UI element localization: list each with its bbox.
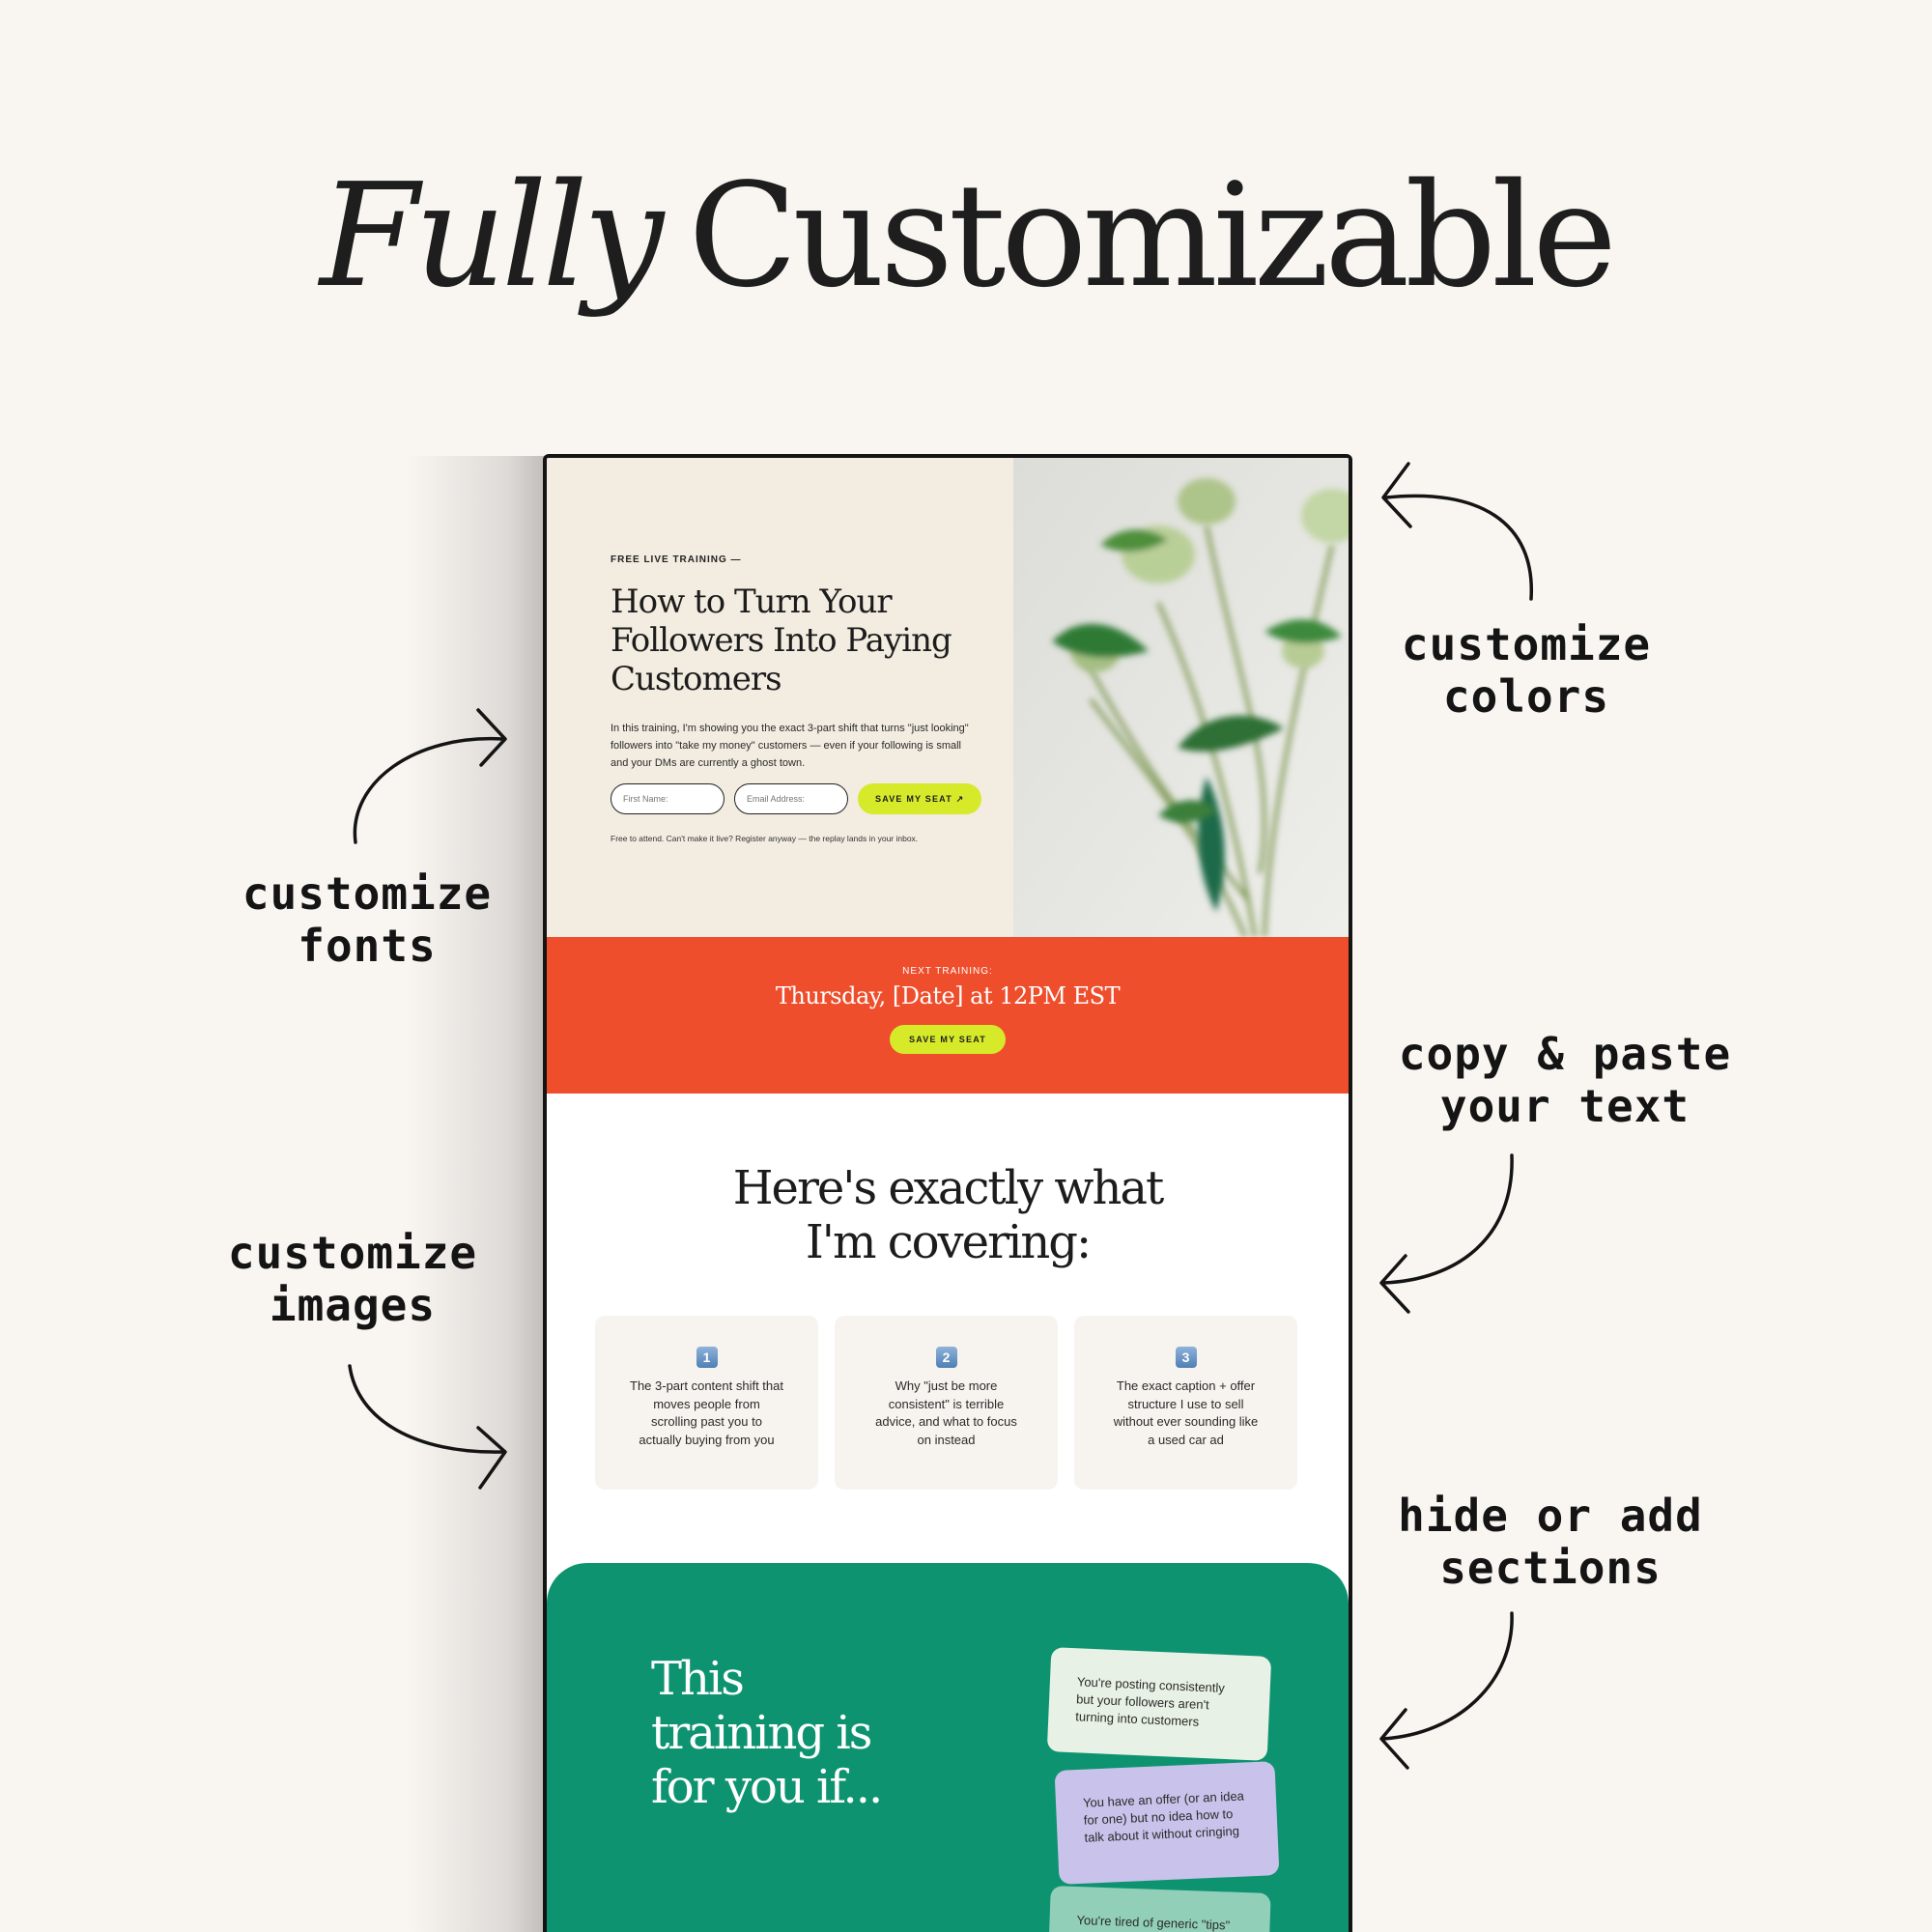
annotation-line: your text [1439,1080,1690,1132]
covering-card: 2 Why "just be more consistent" is terri… [835,1316,1058,1490]
audience-title-line: training is [651,1706,872,1760]
annotation-line: hide or add [1398,1490,1703,1542]
promo-date: Thursday, [Date] at 12PM EST [775,982,1121,1009]
audience-section: This training is for you if... You're po… [547,1563,1349,1932]
first-name-input[interactable] [611,783,724,814]
arrow-icon [476,1426,507,1490]
audience-title-line: This [651,1652,745,1706]
arrow-icon [353,736,504,844]
card-text: The exact caption + offer structure I us… [1113,1378,1259,1447]
annotation-line: images [269,1279,437,1331]
headline-rest: Customizable [688,153,1617,319]
hero-section: FREE LIVE TRAINING — How to Turn Your Fo… [547,458,1349,937]
number-badge-icon: 2 [935,1347,957,1368]
hero-title-line: How to Turn Your [611,582,893,621]
annotation-line: customize [242,867,493,920]
save-my-seat-button-promo[interactable]: SAVE MY SEAT [890,1025,1006,1054]
next-training-banner: NEXT TRAINING: Thursday, [Date] at 12PM … [547,937,1349,1094]
annotation-line: colors [1442,670,1610,723]
hero-note: Free to attend. Can't make it live? Regi… [611,834,919,843]
save-my-seat-button[interactable]: SAVE MY SEAT ↗ [858,783,982,814]
landing-page-mockup: FREE LIVE TRAINING — How to Turn Your Fo… [543,454,1352,1932]
arrow-icon [1381,462,1412,528]
number-badge-icon: 1 [696,1347,718,1368]
annotation-customize-images: customize images [198,1227,507,1331]
annotation-customize-colors: customize colors [1372,618,1681,723]
plant-illustration [1013,458,1349,937]
number-badge-icon: 3 [1175,1347,1197,1368]
covering-cards: 1 The 3-part content shift that moves pe… [595,1316,1300,1490]
headline-italic: Fully [320,153,664,319]
signup-form: SAVE MY SEAT ↗ [611,783,997,814]
annotation-copy-paste: copy & paste your text [1381,1028,1748,1132]
promo-eyebrow: NEXT TRAINING: [902,966,993,977]
arrow-icon [1384,494,1533,601]
email-input[interactable] [734,783,848,814]
plant-image [1013,458,1349,937]
arrow-icon [1381,1611,1514,1741]
hero-eyebrow: FREE LIVE TRAINING — [611,554,742,565]
hero-title-line: Customers [611,660,782,698]
covering-card: 3 The exact caption + offer structure I … [1074,1316,1297,1490]
card-text: Why "just be more consistent" is terribl… [875,1378,1017,1447]
card-text: The 3-part content shift that moves peop… [630,1378,783,1447]
hero-title: How to Turn Your Followers Into Paying C… [611,582,997,698]
arrow-icon [476,708,507,767]
covering-card: 1 The 3-part content shift that moves pe… [595,1316,818,1490]
annotation-customize-fonts: customize fonts [213,867,522,972]
annotation-line: customize [1401,618,1652,670]
arrow-icon [348,1364,504,1454]
audience-title: This training is for you if... [651,1652,902,1814]
covering-title-line: Here's exactly what [732,1161,1165,1215]
audience-title-line: for you if... [651,1760,883,1814]
mockup-shadow [406,456,551,1932]
annotation-line: sections [1439,1542,1662,1594]
hero-title-line: Followers Into Paying [611,621,952,660]
arrow-icon [1379,1254,1410,1314]
annotation-line: copy & paste [1398,1028,1732,1080]
annotation-line: fonts [298,920,437,972]
arrow-icon [1381,1153,1514,1285]
hero-text-block: FREE LIVE TRAINING — How to Turn Your Fo… [611,554,997,843]
annotation-hide-add-sections: hide or add sections [1381,1490,1719,1594]
covering-title: Here's exactly what I'm covering: [547,1161,1349,1269]
covering-title-line: I'm covering: [805,1215,1092,1269]
hero-description: In this training, I'm showing you the ex… [611,723,969,769]
arrow-icon [1379,1708,1409,1770]
annotation-line: customize [227,1227,478,1279]
